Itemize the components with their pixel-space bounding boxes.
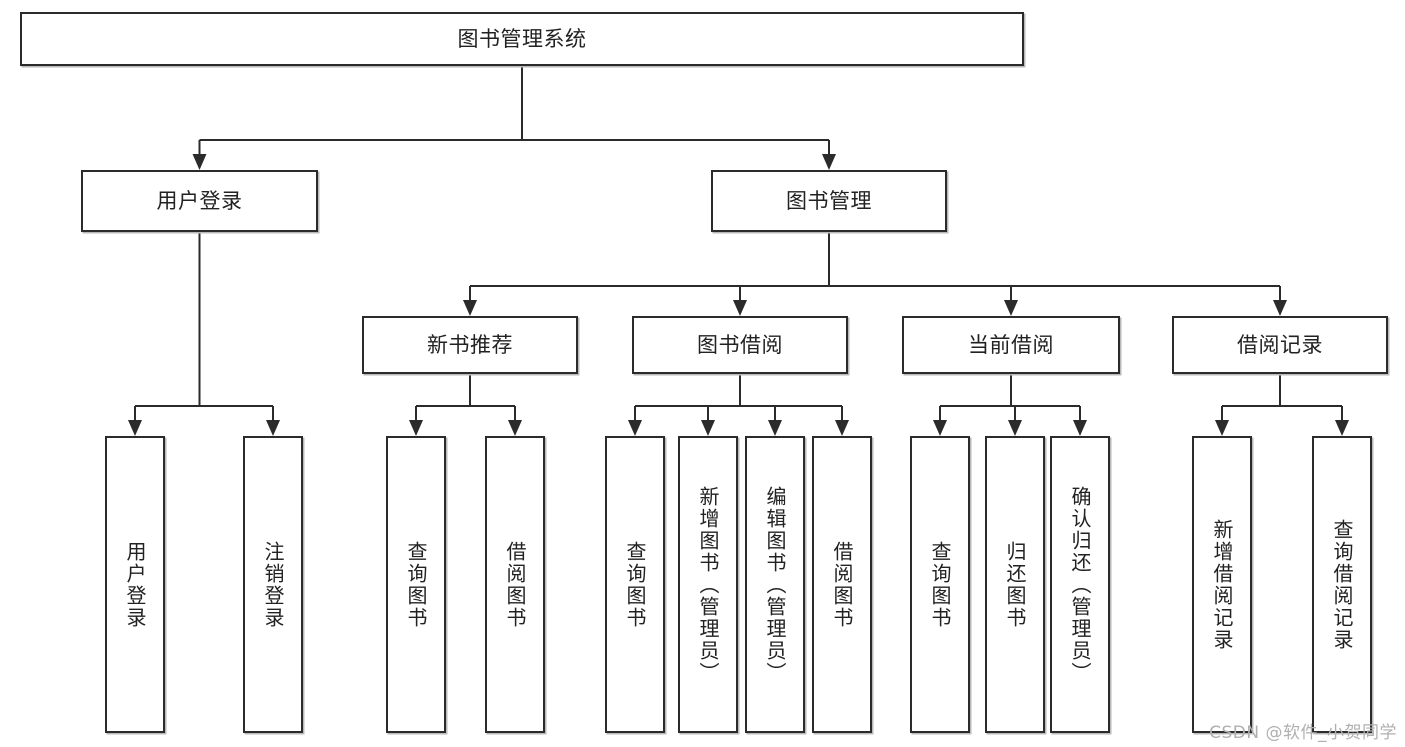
node-leaf-logout: 注销登录 xyxy=(243,436,303,733)
node-leaf-user-login: 用户登录 xyxy=(105,436,165,733)
node-label-leaf-add-record: 新增借阅记录 xyxy=(1210,518,1234,651)
node-label-leaf-borrow-book-2: 借阅图书 xyxy=(830,540,854,629)
node-leaf-borrow-book-2: 借阅图书 xyxy=(812,436,872,733)
arrowhead-borrow-record-0 xyxy=(1215,420,1229,436)
node-label-book-manage: 图书管理 xyxy=(786,188,872,213)
node-label-leaf-query-book-3: 查询图书 xyxy=(928,540,952,629)
node-root: 图书管理系统 xyxy=(20,12,1024,66)
watermark-label: CSDN @软件_小贺同学 xyxy=(1209,723,1397,743)
arrowhead-book-manage-2 xyxy=(1004,300,1018,316)
arrowhead-user-login-0 xyxy=(128,420,142,436)
arrowhead-book-borrow-3 xyxy=(835,420,849,436)
node-label-leaf-query-book-2: 查询图书 xyxy=(623,540,647,629)
arrowhead-book-manage-3 xyxy=(1273,300,1287,316)
arrowhead-root-0 xyxy=(192,154,207,170)
arrowhead-book-manage-0 xyxy=(463,300,477,316)
node-leaf-borrow-book-1: 借阅图书 xyxy=(485,436,545,733)
arrowhead-new-book-rec-1 xyxy=(508,420,522,436)
node-borrow-record: 借阅记录 xyxy=(1172,316,1388,374)
arrowhead-book-manage-1 xyxy=(733,300,747,316)
node-label-leaf-query-book-1: 查询图书 xyxy=(404,540,428,629)
arrowhead-current-borrow-0 xyxy=(933,420,947,436)
node-leaf-return-book: 归还图书 xyxy=(985,436,1045,733)
arrowhead-current-borrow-1 xyxy=(1008,420,1022,436)
node-leaf-query-book-3: 查询图书 xyxy=(910,436,970,733)
node-label-leaf-return-book: 归还图书 xyxy=(1003,540,1027,629)
node-label-borrow-record: 借阅记录 xyxy=(1237,332,1323,357)
node-label-leaf-logout: 注销登录 xyxy=(261,540,285,629)
node-label-book-borrow: 图书借阅 xyxy=(697,332,783,357)
node-label-user-login: 用户登录 xyxy=(156,188,243,213)
arrowhead-borrow-record-1 xyxy=(1335,420,1349,436)
arrowhead-book-borrow-0 xyxy=(628,420,642,436)
node-current-borrow: 当前借阅 xyxy=(902,316,1120,374)
node-leaf-add-record: 新增借阅记录 xyxy=(1192,436,1252,733)
node-label-leaf-add-book: 新增图书（管理员） xyxy=(696,485,720,684)
arrowhead-user-login-1 xyxy=(266,420,280,436)
arrowhead-book-borrow-2 xyxy=(768,420,782,436)
node-leaf-query-book-2: 查询图书 xyxy=(605,436,665,733)
node-label-new-book-rec: 新书推荐 xyxy=(427,332,513,357)
node-leaf-query-record: 查询借阅记录 xyxy=(1312,436,1372,733)
node-user-login: 用户登录 xyxy=(81,170,318,232)
node-label-leaf-confirm-return: 确认归还（管理员） xyxy=(1068,485,1092,684)
node-leaf-confirm-return: 确认归还（管理员） xyxy=(1050,436,1110,733)
node-book-manage: 图书管理 xyxy=(711,170,947,232)
node-leaf-add-book: 新增图书（管理员） xyxy=(678,436,738,733)
node-label-leaf-borrow-book-1: 借阅图书 xyxy=(503,540,527,629)
arrowhead-book-borrow-1 xyxy=(701,420,715,436)
node-label-leaf-user-login: 用户登录 xyxy=(123,540,147,629)
node-label-current-borrow: 当前借阅 xyxy=(968,332,1054,357)
node-label-leaf-query-record: 查询借阅记录 xyxy=(1330,518,1354,651)
arrowhead-new-book-rec-0 xyxy=(409,420,423,436)
node-label-leaf-edit-book: 编辑图书（管理员） xyxy=(763,485,787,684)
node-label-root: 图书管理系统 xyxy=(457,26,587,51)
node-leaf-edit-book: 编辑图书（管理员） xyxy=(745,436,805,733)
arrowhead-root-1 xyxy=(822,154,836,170)
node-book-borrow: 图书借阅 xyxy=(632,316,848,374)
node-leaf-query-book-1: 查询图书 xyxy=(386,436,446,733)
node-new-book-rec: 新书推荐 xyxy=(362,316,578,374)
arrowhead-current-borrow-2 xyxy=(1073,420,1087,436)
